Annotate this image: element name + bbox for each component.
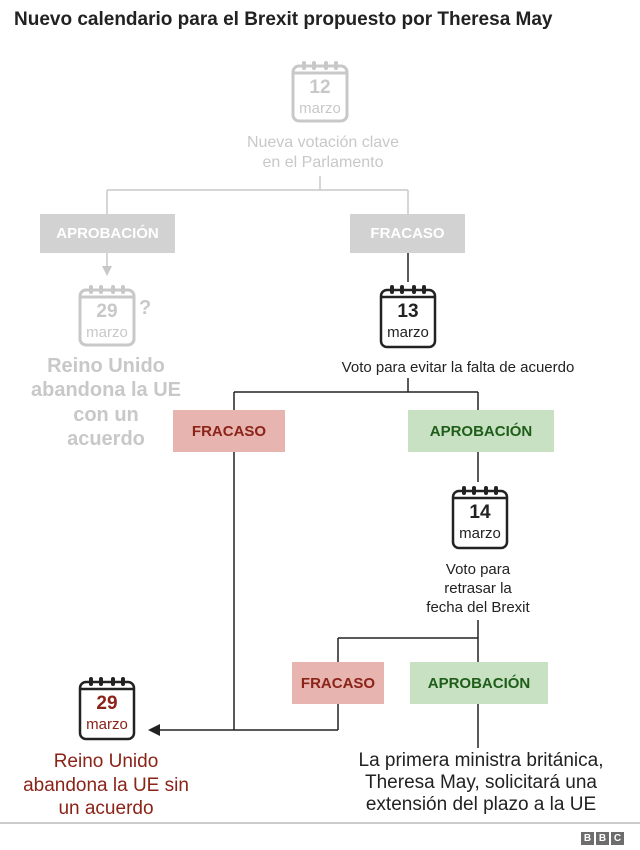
no-deal-exit-label: Reino Unido abandona la UE sin un acuerd… [0, 750, 212, 821]
bbc-logo: B B C [581, 832, 624, 845]
extension-label: La primera ministra británica, Theresa M… [322, 750, 640, 816]
question-mark: ? [139, 297, 152, 319]
vote-march12-label: Nueva votación clave en el Parlamento [200, 133, 446, 174]
label-line: retrasar la [444, 580, 512, 598]
calendar-icon-march-29-no-deal: 29 marzo [77, 676, 137, 742]
page-title: Nuevo calendario para el Brexit propuest… [14, 9, 553, 30]
calendar-icon-march-14: 14 marzo [450, 485, 510, 551]
vote-march13-label: Voto para evitar la falta de acuerdo [341, 359, 575, 376]
deal-exit-label: Reino Unido abandona la UE con un acuerd… [0, 354, 212, 452]
label-line: Reino Unido [47, 355, 165, 377]
approval-box-1: APROBACIÓN [40, 214, 175, 253]
label-line: fecha del Brexit [426, 599, 530, 617]
calendar-day: 12 [309, 77, 331, 98]
bbc-logo-letter: B [596, 832, 609, 845]
failure-box-2: FRACASO [173, 410, 285, 452]
label-line: Voto para [445, 561, 511, 578]
failure-box-1: FRACASO [350, 214, 465, 253]
calendar-icon-march-13: 13 marzo [378, 284, 438, 350]
calendar-day: 29 [96, 301, 118, 322]
bbc-logo-letter: B [581, 832, 594, 845]
label-line: extensión del plazo a la UE [365, 794, 597, 816]
calendar-month: marzo [86, 716, 128, 733]
calendar-month: marzo [459, 525, 501, 542]
failure-box-3: FRACASO [292, 662, 384, 704]
calendar-month: marzo [387, 324, 429, 341]
label-line: en el Parlamento [262, 154, 384, 172]
calendar-icon-march-12: 12 marzo [290, 60, 350, 124]
label-line: abandona la UE [30, 379, 182, 402]
vote-march14-label: Voto para retrasar la fecha del Brexit [398, 560, 558, 618]
calendar-day: 14 [469, 502, 491, 523]
calendar-month: marzo [299, 100, 341, 117]
label-line: con un [73, 403, 139, 426]
calendar-day: 13 [397, 301, 419, 322]
calendar-day: 29 [96, 693, 118, 714]
label-line: acuerdo [67, 428, 145, 451]
label-line: Reino Unido [53, 751, 159, 772]
label-line: abandona la UE sin [23, 774, 189, 796]
calendar-icon-march-29-deal: 29 marzo [77, 284, 137, 348]
calendar-month: marzo [86, 324, 128, 341]
label-line: un acuerdo [58, 798, 154, 820]
approval-box-3: APROBACIÓN [410, 662, 548, 704]
label-line: Theresa May, solicitará una [365, 772, 597, 794]
label-line: Nueva votación clave [246, 134, 400, 151]
label-line: La primera ministra británica, [358, 750, 604, 771]
approval-box-2: APROBACIÓN [408, 410, 554, 452]
bbc-logo-letter: C [611, 832, 624, 845]
